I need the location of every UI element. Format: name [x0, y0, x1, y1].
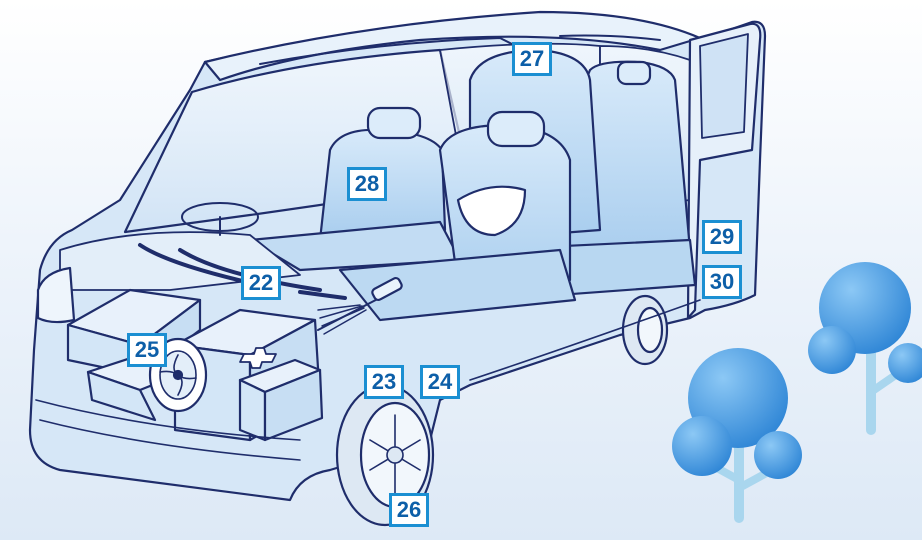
callout-28[interactable]: 28: [347, 167, 387, 201]
callout-22[interactable]: 22: [241, 266, 281, 300]
car-illustration: [28, 10, 767, 527]
callout-25[interactable]: 25: [127, 333, 167, 367]
callout-26[interactable]: 26: [389, 493, 429, 527]
chevrolet-emblem-icon: [239, 347, 277, 369]
callout-24[interactable]: 24: [420, 365, 460, 399]
callout-23[interactable]: 23: [364, 365, 404, 399]
callout-30[interactable]: 30: [702, 265, 742, 299]
tree-icon-right: [808, 262, 922, 435]
callout-29[interactable]: 29: [702, 220, 742, 254]
fan-icon: [148, 337, 208, 413]
wheel-icon: [369, 414, 421, 496]
callout-27[interactable]: 27: [512, 42, 552, 76]
tree-icon-left: [672, 348, 802, 523]
